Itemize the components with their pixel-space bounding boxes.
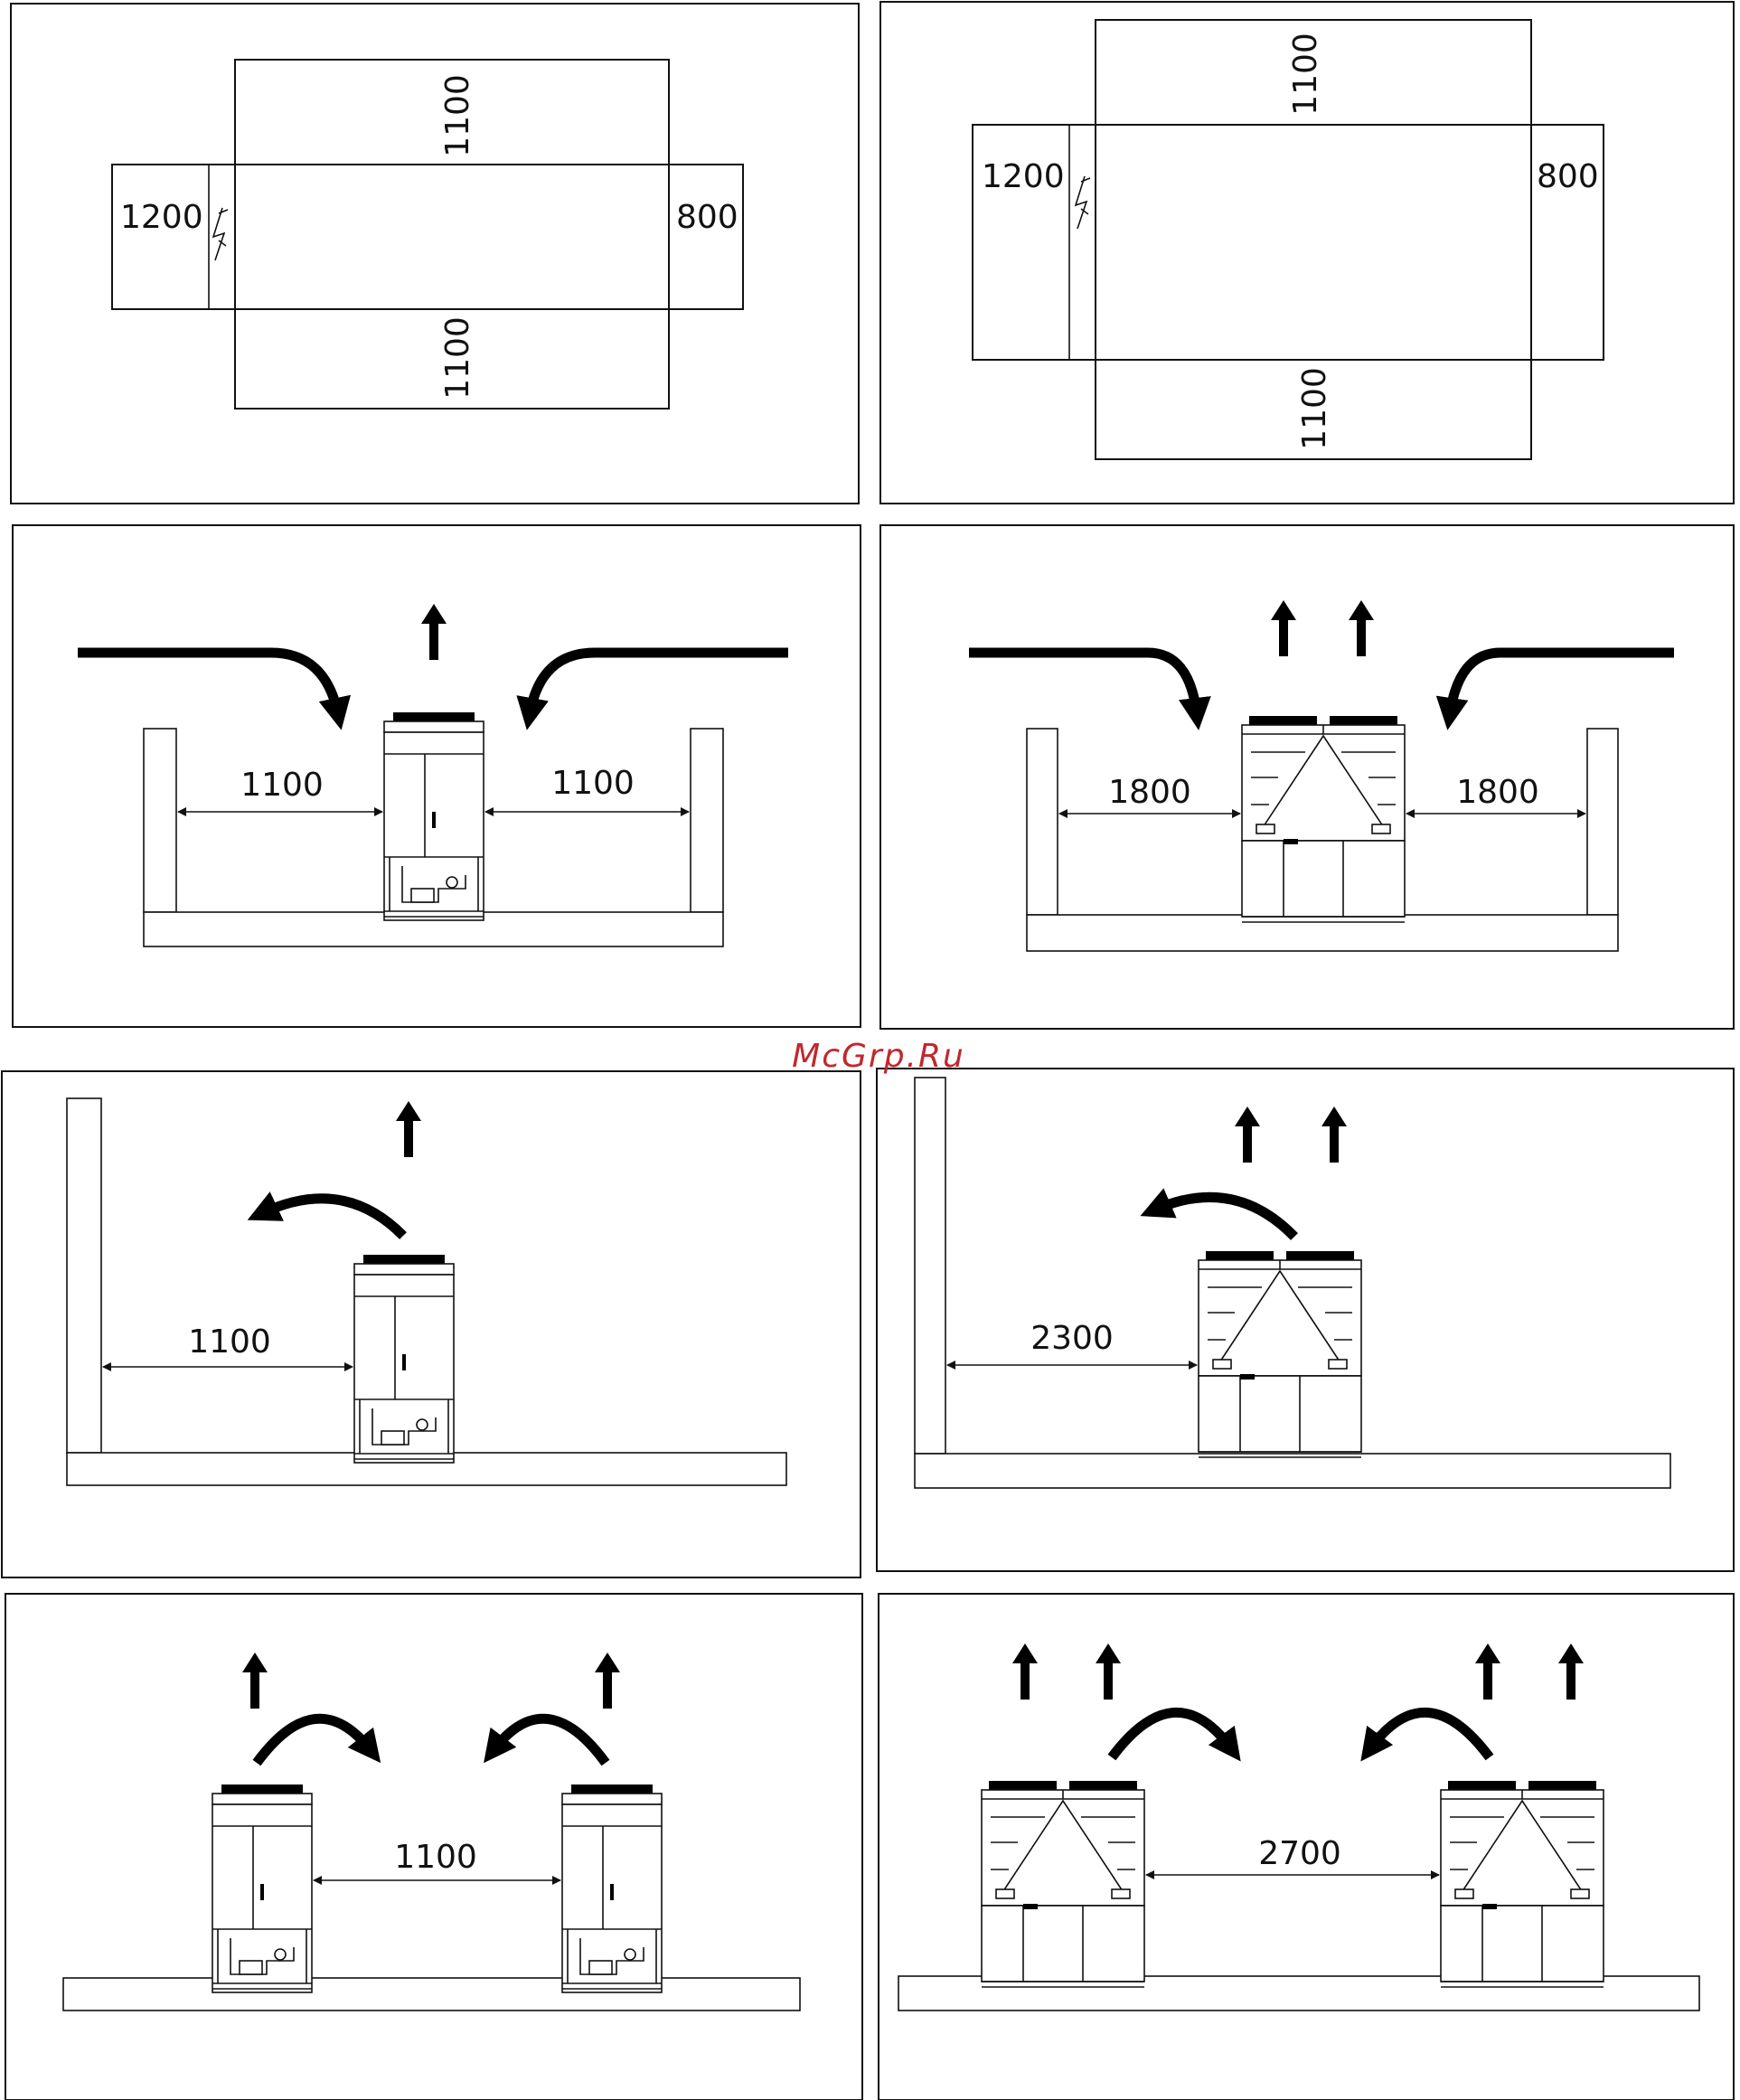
arrow-up-icon xyxy=(1321,1107,1347,1163)
arrow-up-icon xyxy=(242,1653,268,1709)
airflow-arrow-left xyxy=(969,653,1197,714)
dim-right: 1800 xyxy=(1456,774,1539,811)
lightning-bolt-icon xyxy=(213,208,228,260)
recirculation-arrow xyxy=(262,1199,403,1236)
airflow-arrow-right xyxy=(1450,653,1674,714)
arrow-up-icon xyxy=(1096,1643,1121,1700)
recirculation-arrow xyxy=(1370,1712,1490,1757)
lightning-bolt-icon xyxy=(1076,176,1090,229)
arrow-up-icon xyxy=(1271,600,1296,656)
dim-spacing: 1100 xyxy=(394,1839,477,1876)
arrow-up-icon xyxy=(1475,1643,1500,1700)
arrow-up-icon xyxy=(1349,600,1374,656)
dim-right: 800 xyxy=(1537,158,1599,195)
dim-left: 1100 xyxy=(240,767,324,804)
airflow-arrow-right xyxy=(530,653,788,714)
arrow-up-icon xyxy=(421,604,447,660)
dim-top: 1100 xyxy=(1287,33,1324,116)
dim-spacing: 2700 xyxy=(1258,1835,1341,1872)
panel-pit-double: 1800 1800 xyxy=(880,525,1734,1029)
recirculation-arrow xyxy=(494,1719,606,1763)
dim-clearance: 1100 xyxy=(188,1323,271,1361)
dim-left: 1200 xyxy=(120,199,203,236)
panel-twin-double: 2700 xyxy=(879,1594,1734,2100)
recirculation-arrow xyxy=(1155,1197,1294,1237)
dim-top: 1100 xyxy=(439,74,476,157)
arrow-up-icon xyxy=(1235,1107,1260,1163)
dim-bottom: 1100 xyxy=(439,316,476,400)
airflow-arrow-left xyxy=(78,653,338,714)
dim-right: 800 xyxy=(676,199,738,236)
panel-plan-double: 1100 1100 1200 800 xyxy=(880,2,1734,504)
watermark: McGrp.Ru xyxy=(792,1038,965,1075)
arrow-up-icon xyxy=(595,1653,620,1709)
arrow-up-icon xyxy=(1012,1643,1038,1700)
dim-right: 1100 xyxy=(551,765,635,802)
dim-left: 1800 xyxy=(1108,774,1191,811)
dim-left: 1200 xyxy=(982,158,1065,195)
recirculation-arrow xyxy=(1112,1712,1231,1757)
arrow-up-icon xyxy=(1558,1643,1584,1700)
dim-bottom: 1100 xyxy=(1296,367,1333,450)
panel-wall-single: 1100 xyxy=(2,1071,861,1577)
recirculation-arrow xyxy=(257,1719,371,1763)
arrow-up-icon xyxy=(396,1101,421,1157)
panel-twin-single: 1100 xyxy=(5,1594,862,2100)
panel-plan-single: 1100 1100 1200 800 xyxy=(11,4,859,504)
panel-pit-single: 1100 1100 xyxy=(13,525,861,1027)
dim-clearance: 2300 xyxy=(1030,1320,1114,1357)
panel-wall-double: 2300 xyxy=(877,1069,1734,1571)
